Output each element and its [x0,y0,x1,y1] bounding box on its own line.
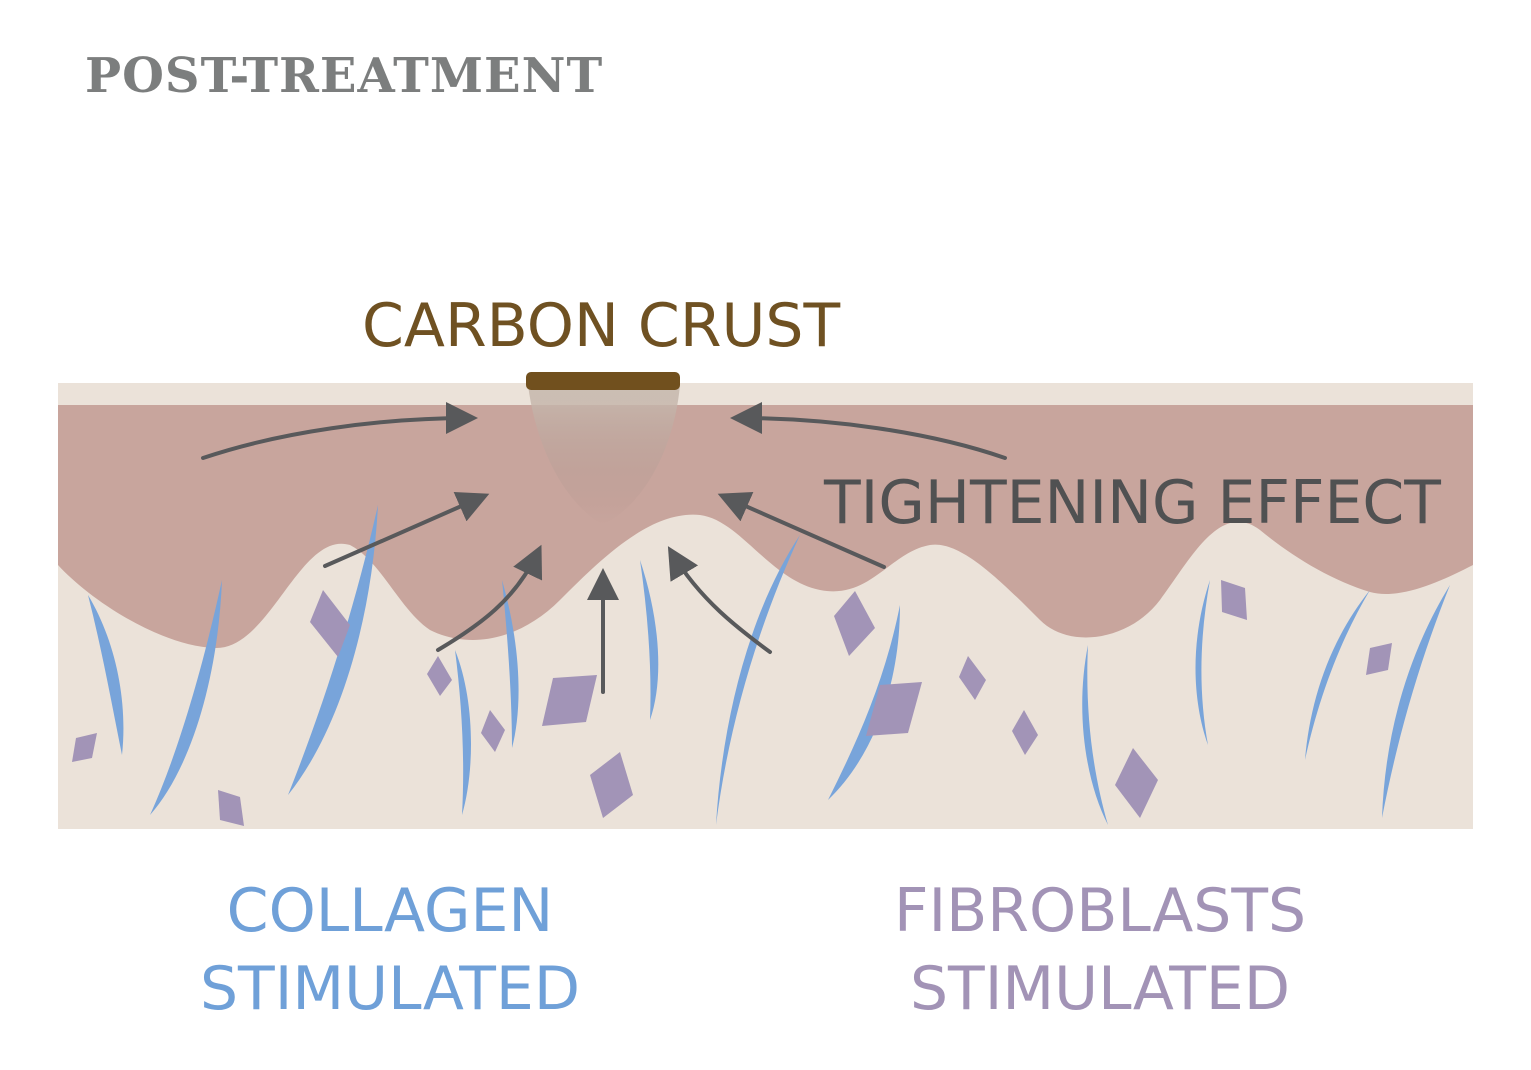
fibroblasts-label-line1: FIBROBLASTS [893,876,1307,946]
fibroblast-cell [72,733,97,762]
arrow-lower-left [436,544,543,652]
collagen-fiber [455,650,472,815]
epidermis-top-strip [58,383,1473,405]
fibroblast-cell [218,790,244,826]
collagen-fiber [88,595,124,755]
fibroblast-cell [427,656,452,696]
collagen-label: COLLAGEN STIMULATED [190,872,590,1028]
diagram-title: POST-TREATMENT [85,48,604,104]
fibroblast-cell [1115,748,1158,818]
arrow-top-right [730,402,1007,460]
collagen-fiber [502,580,519,748]
fibroblast-cell [310,590,350,657]
fibroblast-cell [959,656,986,700]
fibroblast-cell [1221,580,1247,620]
tightening-arrows [201,402,1007,694]
fibroblast-cell [1012,710,1038,755]
fibroblasts-label-line2: STIMULATED [909,954,1291,1024]
fibroblast-cell [1366,643,1392,675]
carbon-crust-label: CARBON CRUST [362,291,841,361]
fibroblast-cell [590,752,633,818]
collagen-fiber [640,560,659,720]
fibroblast-cells [72,580,1392,826]
collagen-label-line2: STIMULATED [199,954,581,1024]
collagen-fiber [1082,645,1108,825]
fibroblasts-label: FIBROBLASTS STIMULATED [880,872,1320,1028]
fibroblast-cell [542,675,597,726]
arrow-lower-right [667,546,772,654]
carbon-crust-bar [526,372,680,390]
arrow-mid-right [717,492,886,569]
arrow-top-left [201,402,478,460]
dermis-layer [58,405,1473,649]
fibroblast-cell [866,682,922,736]
fibroblast-cell [481,710,505,752]
fibroblast-cell [834,591,875,656]
collagen-label-line1: COLLAGEN [226,876,554,946]
laser-channel [528,385,680,525]
arrow-mid-left [323,492,490,568]
tightening-effect-label: TIGHTENING EFFECT [824,468,1441,538]
collagen-fiber [1195,580,1210,745]
